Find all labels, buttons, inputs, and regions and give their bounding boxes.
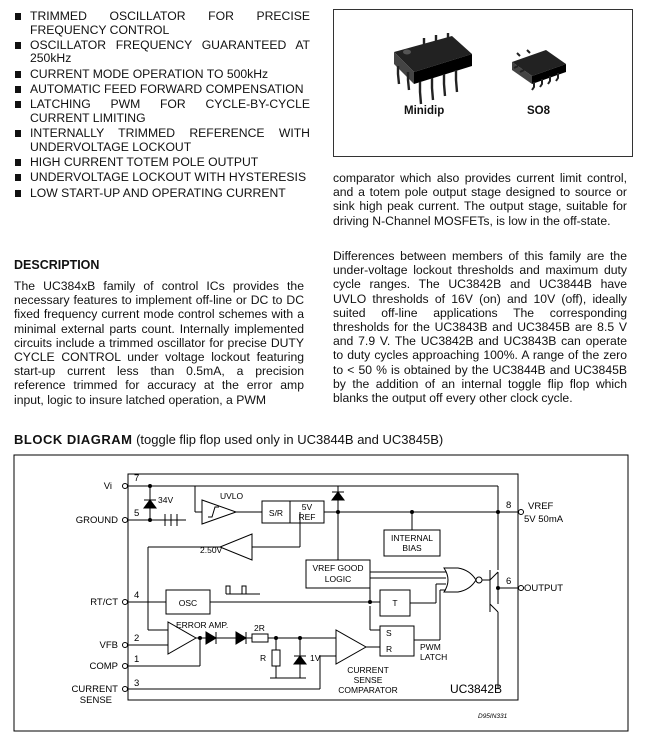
description-heading: DESCRIPTION: [14, 258, 100, 272]
internal-bias-label-1: INTERNAL: [391, 533, 433, 543]
internal-bias-block: [383, 529, 441, 557]
latch-label: LATCH: [420, 652, 447, 662]
v250-label: 2.50V: [200, 545, 223, 555]
pin-vi-label: Vi: [104, 481, 112, 492]
so8-label: SO8: [527, 105, 551, 117]
feature-item: AUTOMATIC FEED FORWARD COMPENSATION: [14, 82, 310, 97]
pin-comp-label: COMP: [90, 661, 119, 672]
vref-good-label-2: LOGIC: [325, 574, 351, 584]
pin-vi-number: 7: [134, 473, 139, 484]
feature-item: OSCILLATOR FREQUENCY GUARANTEED AT 250kH…: [14, 38, 310, 66]
error-amp-label: ERROR AMP.: [176, 620, 228, 630]
feature-item: CURRENT MODE OPERATION TO 500kHz: [14, 67, 310, 82]
pin-vref-label: VREF: [528, 501, 554, 512]
vref-good-logic-block: [305, 559, 371, 589]
pin-comp-number: 1: [134, 654, 139, 665]
block-diagram-title: BLOCK DIAGRAM (toggle flip flop used onl…: [14, 432, 443, 447]
so8-package-image: [512, 49, 566, 91]
pin-cs-label-2: SENSE: [80, 695, 112, 706]
description-paragraph-2: Differences between members of this fami…: [333, 249, 627, 406]
internal-bias-label-2: BIAS: [402, 543, 422, 553]
csc-label-3: COMPARATOR: [338, 685, 398, 695]
uvlo-label: UVLO: [220, 491, 244, 501]
part-number-label: UC3842B: [450, 682, 502, 696]
block-diagram-heading: BLOCK DIAGRAM: [14, 432, 133, 447]
pwm-label: PWM: [420, 642, 441, 652]
pin-cs-number: 3: [134, 678, 139, 689]
pwm-latch-block: [379, 625, 415, 657]
ref-label-2: REF: [299, 512, 316, 522]
latch-s-label: S: [386, 628, 392, 638]
minidip-label: Minidip: [404, 105, 445, 117]
package-box: Minidip SO8: [333, 9, 633, 157]
resistor-r-label: R: [260, 653, 266, 663]
resistor-2r: [251, 633, 269, 643]
feature-item: TRIMMED OSCILLATOR FOR PRECISE FREQUENCY…: [14, 9, 310, 37]
resistor-r: [271, 649, 281, 667]
pin-cs-label-1: CURRENT: [72, 684, 119, 695]
diagram-frame: [13, 454, 629, 732]
pin-vref-spec: 5V 50mA: [524, 514, 564, 525]
description-paragraph-1: The UC384xB family of control ICs provid…: [14, 279, 304, 407]
vref-good-label-1: VREF GOOD: [312, 563, 363, 573]
feature-item: INTERNALLY TRIMMED REFERENCE WITH UNDERV…: [14, 126, 310, 154]
ref-label-1: 5V: [302, 502, 313, 512]
zener-label: 34V: [158, 495, 173, 505]
package-illustration: [394, 33, 566, 105]
description-paragraph-1-continued: comparator which also provides current l…: [333, 171, 627, 228]
drawing-code-label: D95IN331: [478, 713, 508, 720]
pin-vref-number: 8: [506, 500, 511, 511]
pin-ground-number: 5: [134, 508, 139, 519]
v1-label: 1V: [310, 653, 321, 663]
latch-r-label: R: [386, 644, 392, 654]
pin-rtct-label: RT/CT: [90, 597, 118, 608]
pin-vfb-number: 2: [134, 633, 139, 644]
sr-label: S/R: [269, 508, 283, 518]
pin-vfb-label: VFB: [100, 640, 118, 651]
feature-item: HIGH CURRENT TOTEM POLE OUTPUT: [14, 155, 310, 170]
osc-label: OSC: [179, 598, 197, 608]
block-diagram-subtitle: (toggle flip flop used only in UC3844B a…: [136, 432, 444, 447]
ic-outline: [127, 473, 519, 701]
feature-item: LATCHING PWM FOR CYCLE-BY-CYCLE CURRENT …: [14, 97, 310, 125]
feature-item: UNDERVOLTAGE LOCKOUT WITH HYSTERESIS: [14, 171, 310, 185]
pin-ground-label: GROUND: [76, 515, 118, 526]
minidip-package-image: [394, 33, 472, 105]
toggle-label: T: [392, 598, 397, 608]
csc-label-2: SENSE: [354, 675, 383, 685]
feature-list: TRIMMED OSCILLATOR FOR PRECISE FREQUENCY…: [14, 9, 310, 202]
pin-rtct-number: 4: [134, 590, 139, 601]
csc-label-1: CURRENT: [347, 665, 389, 675]
resistor-2r-label: 2R: [254, 623, 265, 633]
feature-item: LOW START-UP AND OPERATING CURRENT: [14, 186, 310, 201]
pin-output-label: OUTPUT: [524, 583, 563, 594]
pin-output-number: 6: [506, 576, 511, 587]
